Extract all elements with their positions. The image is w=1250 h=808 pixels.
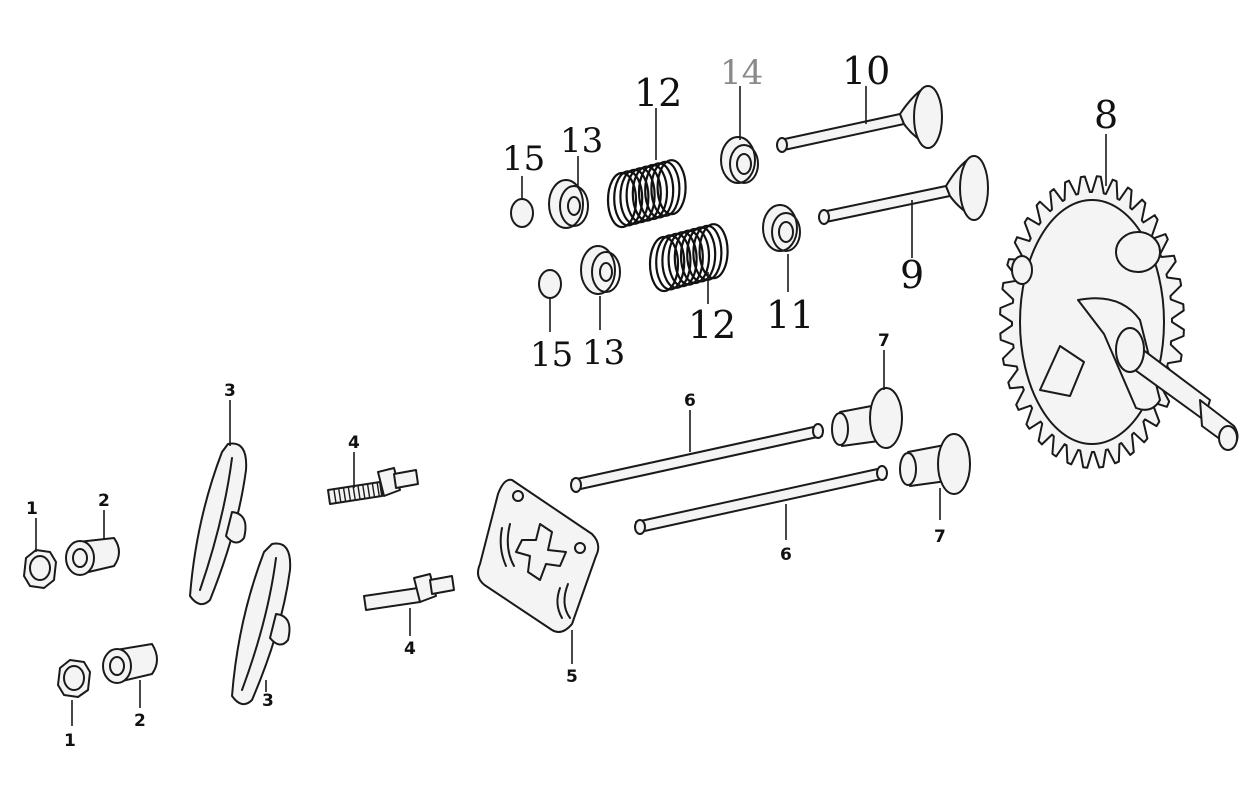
callout-2-upper: 2	[98, 491, 110, 511]
part-9-intake-valve	[818, 155, 989, 225]
callout-13-lower: 13	[582, 333, 625, 373]
callout-8: 8	[1094, 93, 1118, 137]
callout-1-upper: 1	[26, 499, 38, 519]
callout-2-lower: 2	[134, 711, 146, 731]
callout-3-upper: 3	[224, 381, 236, 401]
part-8-camshaft-gear	[999, 175, 1239, 469]
leader-lines	[35, 86, 1107, 726]
part-12-valve-spring-lower	[648, 223, 729, 293]
callout-10: 10	[842, 49, 890, 93]
callout-5: 5	[566, 667, 578, 687]
part-12-valve-spring-upper	[606, 159, 687, 229]
part-7-tappet-upper	[831, 387, 903, 449]
callout-4-upper: 4	[348, 433, 360, 453]
part-2-sleeve-upper	[65, 537, 120, 576]
part-15-valve-keeper-lower	[538, 269, 562, 299]
part-13-spring-retainer-upper	[548, 179, 589, 229]
callout-9: 9	[900, 253, 924, 297]
part-11-valve-seal	[762, 204, 801, 252]
callout-4-lower: 4	[404, 639, 416, 659]
callout-12-upper: 12	[634, 71, 682, 115]
part-3-rocker-arm-lower	[231, 542, 292, 706]
callout-15-lower: 15	[530, 335, 573, 375]
part-4-stud-upper	[327, 467, 419, 505]
callout-13-upper: 13	[560, 121, 603, 161]
part-13-spring-retainer-lower	[580, 245, 621, 295]
part-14-valve-seal	[720, 136, 759, 184]
part-1-nut-upper	[23, 549, 57, 589]
callout-12-lower: 12	[688, 303, 736, 347]
callout-11: 11	[766, 293, 814, 337]
part-1-nut-lower	[57, 659, 91, 698]
part-6-push-rod-upper	[570, 423, 824, 493]
part-2-sleeve-lower	[102, 643, 158, 684]
callout-15-upper: 15	[502, 139, 545, 179]
callout-1-lower: 1	[64, 731, 76, 751]
callout-7-upper: 7	[878, 331, 890, 351]
part-7-tappet-lower	[899, 433, 971, 495]
part-10-exhaust-valve	[776, 85, 943, 153]
callout-7-lower: 7	[934, 527, 946, 547]
callout-14: 14	[720, 53, 763, 93]
callout-3-lower: 3	[262, 691, 274, 711]
callout-6-upper: 6	[684, 391, 696, 411]
callout-labels: 1 1 2 2 3 3 4 4 5 6 6 7 7 8 9 10 11 12 1…	[26, 49, 1118, 751]
part-15-valve-keeper-upper	[510, 198, 534, 228]
part-4-stud-lower	[363, 573, 455, 611]
part-3-rocker-arm-upper	[189, 442, 248, 606]
part-5-guide-plate	[477, 478, 600, 633]
part-6-push-rod-lower	[634, 465, 888, 535]
callout-6-lower: 6	[780, 545, 792, 565]
